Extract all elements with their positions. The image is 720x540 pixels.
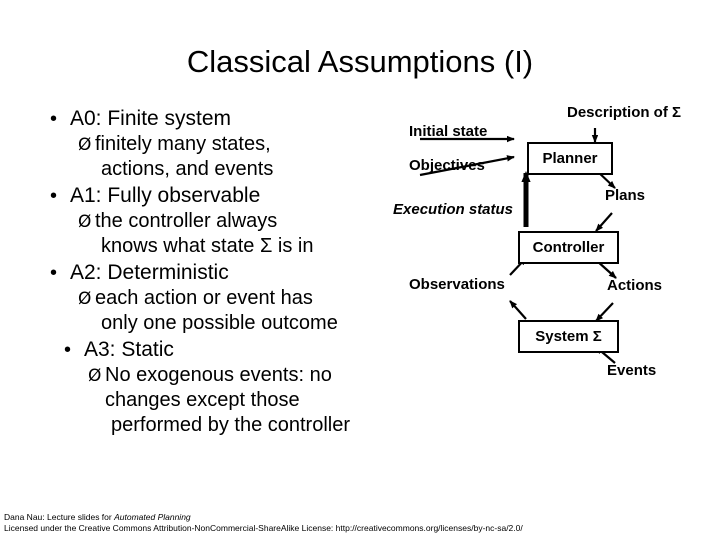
footer-line-2: Licensed under the Creative Commons Attr…	[4, 523, 523, 533]
label-description-of-sigma: Description of Σ	[567, 104, 682, 121]
list-item: • A1: Fully observable	[30, 183, 400, 209]
sub-bullet-marker: Ø	[78, 212, 92, 232]
page-title: Classical Assumptions (I)	[186, 44, 534, 79]
bullet-marker: •	[50, 185, 58, 207]
label-execution-status: Execution status	[393, 201, 514, 218]
list-item-line-2: only one possible outcome	[101, 312, 338, 334]
list-item-label: finitely many states, actions, and event…	[95, 132, 273, 182]
footer: Dana Nau: Lecture slides for Automated P…	[4, 512, 716, 534]
list-item-line-2: actions, and events	[101, 158, 274, 180]
list-item: • A0: Finite system	[30, 106, 400, 132]
list-item-line-1: finitely many states,	[95, 133, 271, 155]
label-events: Events	[607, 362, 657, 379]
label-objectives: Objectives	[409, 157, 485, 174]
list-item-label: A2: Deterministic	[70, 261, 229, 284]
label-initial-state: Initial state	[409, 123, 488, 140]
box-controller: Controller	[518, 231, 619, 264]
list-item: • A3: Static	[30, 337, 400, 363]
list-item-label: A1: Fully observable	[70, 184, 261, 207]
list-item: Ø No exogenous events: no changes except…	[30, 363, 400, 438]
list-item: Ø each action or event has only one poss…	[30, 286, 400, 336]
planning-architecture-diagram: Description of Σ Initial state Objective…	[393, 95, 715, 380]
list-item-label: A3: Static	[84, 338, 174, 361]
list-item-line-1: each action or event has	[95, 287, 313, 309]
bullet-marker: •	[50, 262, 58, 284]
list-item: Ø finitely many states, actions, and eve…	[30, 132, 400, 182]
list-item-label: the controller always knows what state Σ…	[95, 209, 313, 259]
box-system: System Σ	[518, 320, 619, 353]
bullet-list: • A0: Finite system Ø finitely many stat…	[30, 105, 400, 438]
bullet-marker: •	[50, 108, 58, 130]
footer-line-1: Dana Nau: Lecture slides for Automated P…	[4, 512, 716, 523]
list-item-label: No exogenous events: no changes except t…	[105, 363, 400, 438]
footer-book-title: Automated Planning	[114, 512, 191, 522]
box-planner: Planner	[527, 142, 613, 175]
list-item-line-1: the controller always	[95, 210, 278, 232]
list-item: • A2: Deterministic	[30, 260, 400, 286]
list-item-line-2: performed by the controller	[111, 414, 351, 436]
list-item: Ø the controller always knows what state…	[30, 209, 400, 259]
sub-bullet-marker: Ø	[78, 135, 92, 155]
bullet-marker: •	[64, 339, 72, 361]
footer-attribution: Dana Nau: Lecture slides for	[4, 512, 115, 522]
label-actions: Actions	[607, 277, 663, 294]
label-observations: Observations	[409, 276, 505, 293]
label-plans: Plans	[605, 187, 646, 204]
list-item-label: each action or event has only one possib…	[95, 286, 338, 336]
sub-bullet-marker: Ø	[88, 366, 102, 386]
sub-bullet-marker: Ø	[78, 289, 92, 309]
list-item-label: A0: Finite system	[70, 107, 232, 130]
list-item-line-1: No exogenous events: no changes except t…	[105, 364, 332, 411]
list-item-line-2: knows what state Σ is in	[101, 235, 314, 257]
